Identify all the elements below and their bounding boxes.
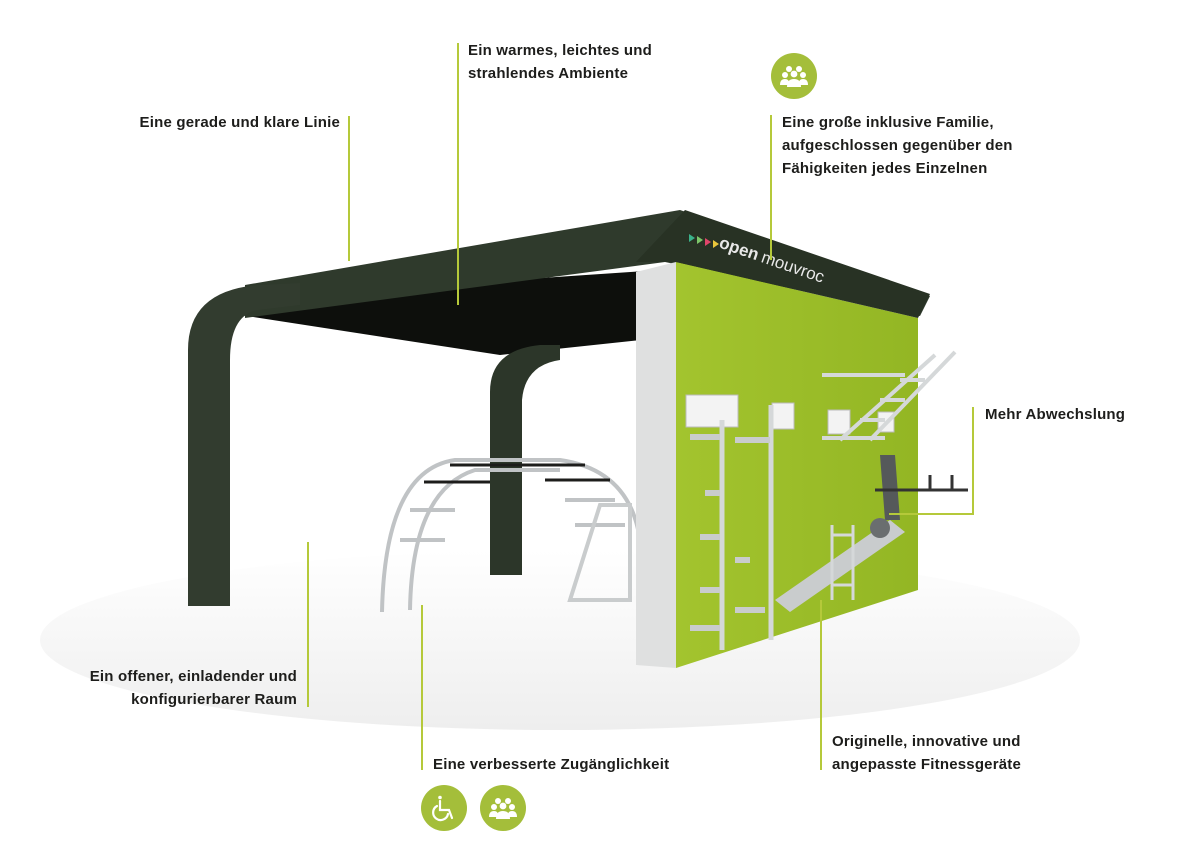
- arrow-3: [705, 238, 711, 246]
- arch-grips: [424, 463, 610, 484]
- group-badge: [480, 785, 526, 831]
- annotation-fitness-equipment: Originelle, innovative und angepasste Fi…: [832, 730, 1021, 776]
- annotation-text-line-1: Ein offener, einladender und: [89, 668, 297, 685]
- annotation-text-line-2: konfigurierbarer Raum: [131, 691, 297, 708]
- roof-band: [245, 210, 930, 318]
- arrow-1: [689, 234, 695, 242]
- arrow-2: [697, 236, 703, 244]
- bench-frame: [567, 503, 632, 602]
- leader-line-straight-line: [348, 116, 350, 261]
- arrow-4: [713, 240, 719, 248]
- dip-bars: [875, 475, 968, 492]
- annotation-text: Mehr Abwechslung: [985, 406, 1126, 423]
- ladder-poles: [719, 405, 774, 650]
- annotation-text-line-1: Ein warmes, leichtes und: [468, 42, 653, 59]
- annotation-text-line-2: aufgeschlossen gegenüber den: [782, 137, 1013, 154]
- equipment-wall: [676, 262, 918, 668]
- dip-station: [880, 455, 900, 520]
- annotation-accessibility: Eine verbesserte Zugänglichkeit: [433, 753, 669, 776]
- annotation-text: Eine gerade und klare Linie: [139, 114, 340, 131]
- annotation-warm-ambience: Ein warmes, leichtes und strahlendes Amb…: [468, 39, 652, 85]
- leader-line-fitness-equipment: [820, 600, 822, 770]
- annotation-text-line-1: Eine große inklusive Familie,: [782, 114, 994, 131]
- group-icon: [780, 66, 808, 87]
- climbing-holds: [690, 434, 770, 631]
- back-post: [490, 345, 560, 575]
- annotation-text-line-2: angepasste Fitnessgeräte: [832, 756, 1022, 773]
- annotation-text-line-1: Originelle, innovative und: [832, 733, 1021, 750]
- leader-line-open-space: [307, 542, 309, 707]
- group-icon: [489, 798, 517, 819]
- inclusive-family-badge: [771, 53, 817, 99]
- wheelchair-icon: [432, 795, 454, 822]
- small-ladder: [830, 525, 855, 600]
- brand-logo: [689, 234, 719, 248]
- climbing-arch: [380, 458, 642, 613]
- wall-edge: [636, 262, 676, 668]
- bench-roller: [870, 518, 890, 538]
- annotation-open-space: Ein offener, einladender und konfigurier…: [40, 665, 297, 711]
- leader-line-more-variety-vertical: [972, 407, 974, 515]
- roof-front: [636, 210, 930, 318]
- leader-line-accessibility: [421, 605, 423, 770]
- annotation-inclusive-family: Eine große inklusive Familie, aufgeschlo…: [782, 111, 1013, 180]
- annotation-text: Eine verbesserte Zugänglichkeit: [433, 756, 670, 773]
- leader-line-more-variety-horizontal: [889, 513, 974, 515]
- leader-line-warm-ambience: [457, 43, 459, 305]
- annotation-text-line-2: strahlendes Ambiente: [468, 65, 629, 82]
- leader-line-inclusive-family: [770, 115, 772, 260]
- annotation-more-variety: Mehr Abwechslung: [985, 403, 1125, 426]
- incline-bench: [775, 520, 905, 612]
- overhead-ladder: [822, 350, 957, 442]
- annotation-text-line-3: Fähigkeiten jedes Einzelnen: [782, 160, 988, 177]
- front-left-post: [188, 283, 300, 606]
- roof-underside: [215, 270, 660, 355]
- annotation-straight-line: Eine gerade und klare Linie: [110, 111, 340, 134]
- wheelchair-badge: [421, 785, 467, 831]
